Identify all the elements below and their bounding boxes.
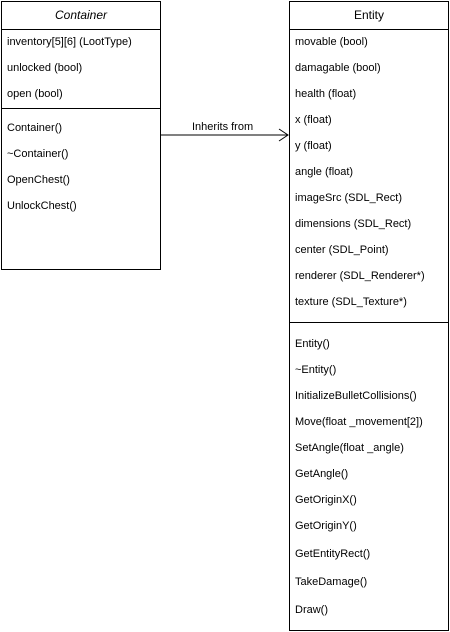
- entity-attribute: dimensions (SDL_Rect): [295, 218, 412, 230]
- entity-method: GetAngle(): [295, 468, 349, 480]
- connector-arrowhead-icon: [278, 128, 289, 142]
- entity-class-title: Entity: [290, 2, 448, 30]
- container-attribute: open (bool): [7, 88, 63, 100]
- container-method: OpenChest(): [7, 174, 70, 186]
- entity-attribute: center (SDL_Point): [295, 244, 389, 256]
- entity-method: InitializeBulletCollisions(): [295, 390, 417, 402]
- entity-method: TakeDamage(): [295, 576, 368, 588]
- entity-attribute: damagable (bool): [295, 62, 381, 74]
- entity-class[interactable]: Entity movable (bool) damagable (bool) h…: [289, 1, 449, 631]
- container-attribute: inventory[5][6] (LootType): [7, 36, 132, 48]
- entity-method: GetOriginX(): [295, 494, 357, 506]
- container-method: ~Container(): [7, 148, 69, 160]
- entity-method: GetOriginY(): [295, 520, 357, 532]
- container-attribute: unlocked (bool): [7, 62, 83, 74]
- entity-section-divider: [290, 322, 448, 323]
- entity-attribute: y (float): [295, 140, 332, 152]
- inheritance-label: Inherits from: [192, 121, 254, 133]
- container-method: Container(): [7, 122, 63, 134]
- entity-attribute: x (float): [295, 114, 332, 126]
- entity-method: ~Entity(): [295, 364, 337, 376]
- container-class-title: Container: [2, 2, 160, 30]
- entity-method: Move(float _movement[2]): [295, 416, 423, 428]
- entity-method: Draw(): [295, 604, 328, 616]
- entity-attribute: imageSrc (SDL_Rect): [295, 192, 402, 204]
- entity-method: SetAngle(float _angle): [295, 442, 404, 454]
- container-method: UnlockChest(): [7, 200, 77, 212]
- entity-attribute: renderer (SDL_Renderer*): [295, 270, 425, 282]
- entity-attribute: texture (SDL_Texture*): [295, 296, 407, 308]
- entity-attribute: health (float): [295, 88, 357, 100]
- container-class[interactable]: Container inventory[5][6] (LootType) unl…: [1, 1, 161, 270]
- entity-attribute: movable (bool): [295, 36, 368, 48]
- entity-attribute: angle (float): [295, 166, 354, 178]
- container-section-divider: [2, 108, 160, 109]
- entity-method: Entity(): [295, 338, 330, 350]
- entity-method: GetEntityRect(): [295, 548, 371, 560]
